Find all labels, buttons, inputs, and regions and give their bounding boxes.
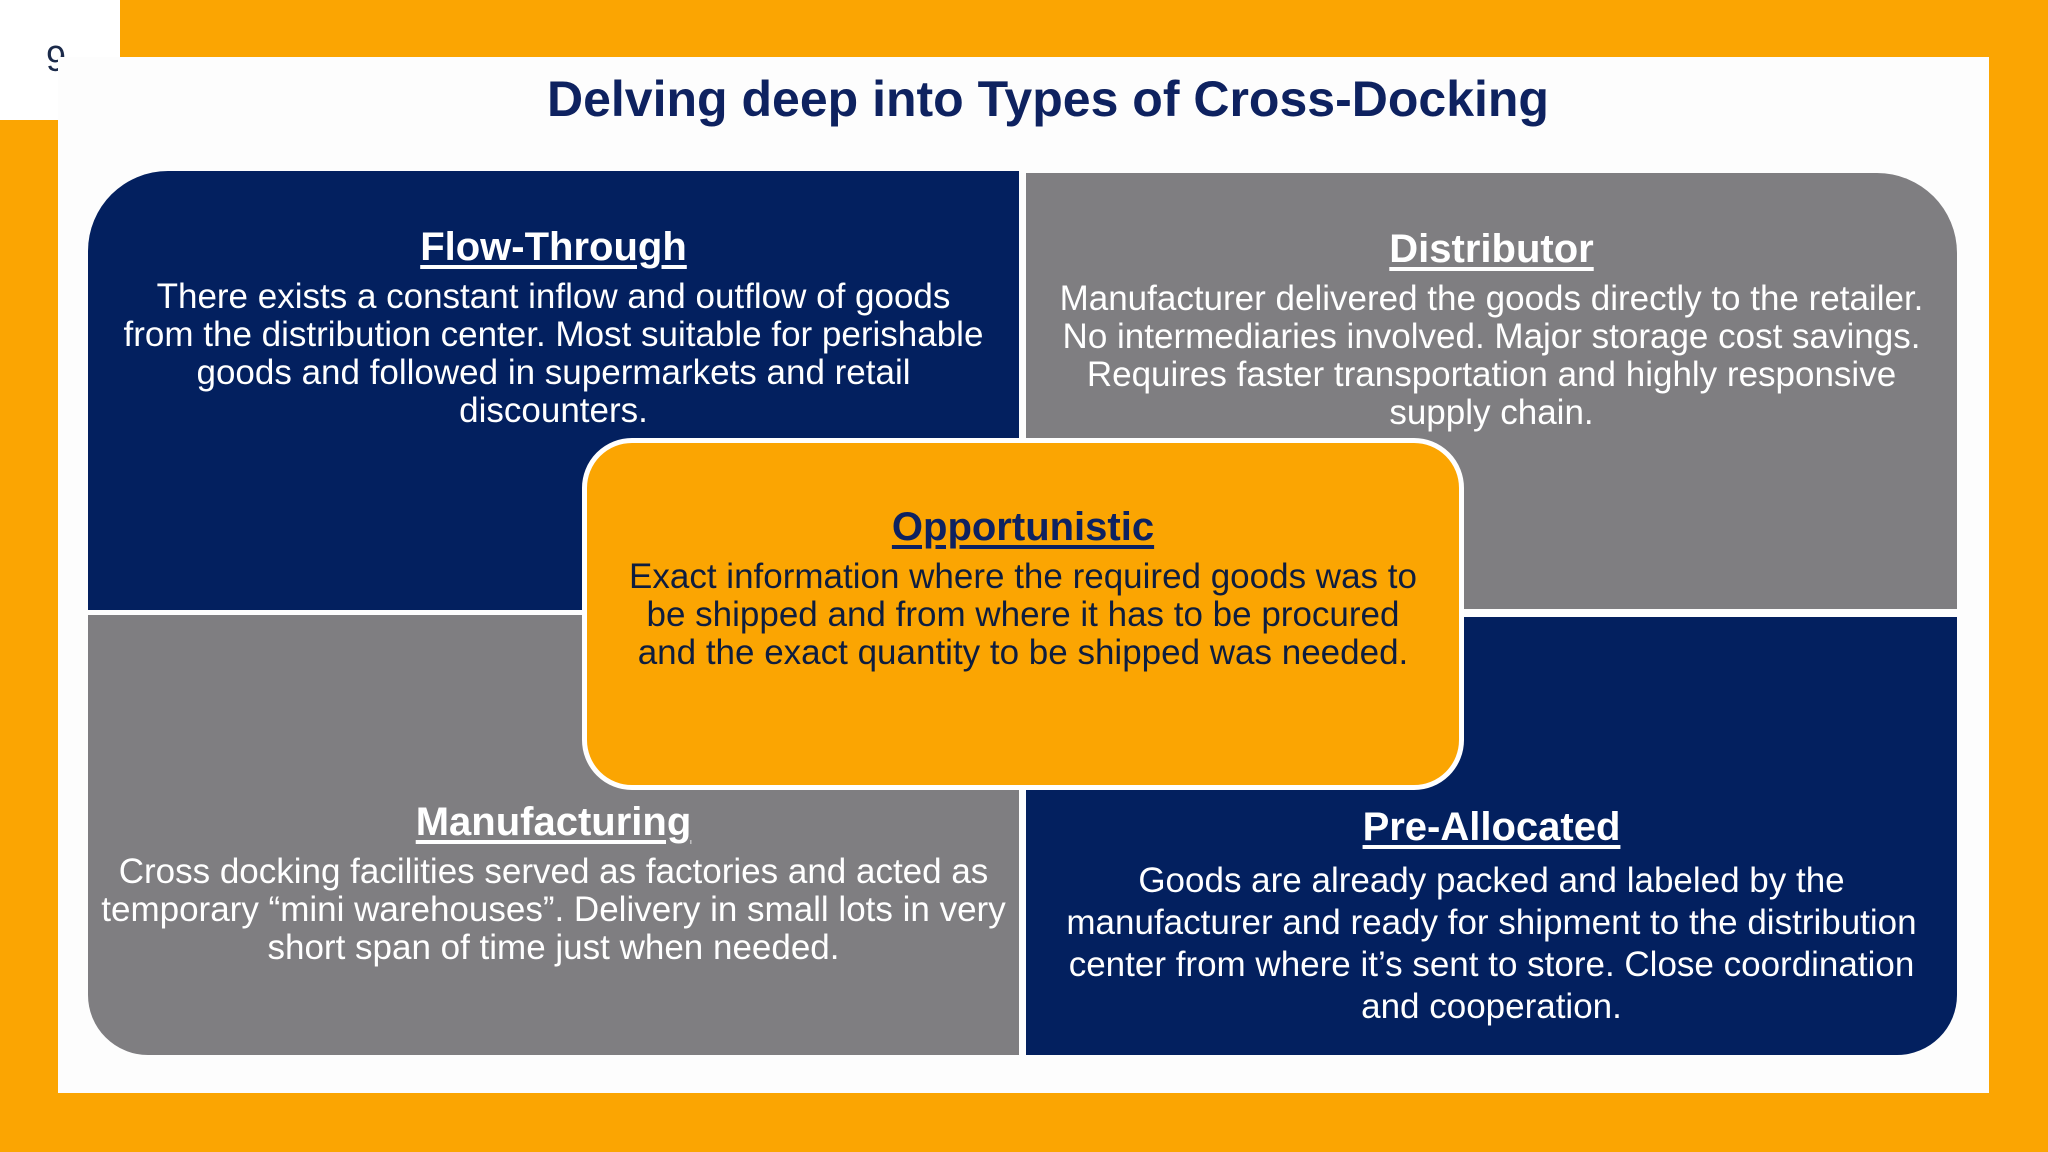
- center-text: Exact information where the required goo…: [629, 557, 1417, 672]
- quadrant-title: Distributor: [1389, 227, 1594, 271]
- quadrant-title: Flow-Through: [420, 225, 687, 269]
- quadrant-manufacturing: Manufacturing Cross docking facilities s…: [88, 615, 1019, 1055]
- quadrant-text: Goods are already packed and labeled by …: [1066, 861, 1917, 1026]
- center-box-opportunistic: Opportunistic Exact information where th…: [582, 438, 1464, 790]
- quadrant-title: Manufacturing: [415, 800, 692, 844]
- slide-title: Delving deep into Types of Cross-Docking: [547, 71, 1549, 127]
- quadrant-text: Cross docking facilities served as facto…: [101, 852, 1006, 967]
- quadrant-title: Pre-Allocated: [1362, 805, 1621, 849]
- quadrant-text: There exists a constant inflow and outfl…: [123, 277, 984, 430]
- quadrant-text: Manufacturer delivered the goods directl…: [1059, 279, 1924, 432]
- center-title: Opportunistic: [891, 505, 1155, 549]
